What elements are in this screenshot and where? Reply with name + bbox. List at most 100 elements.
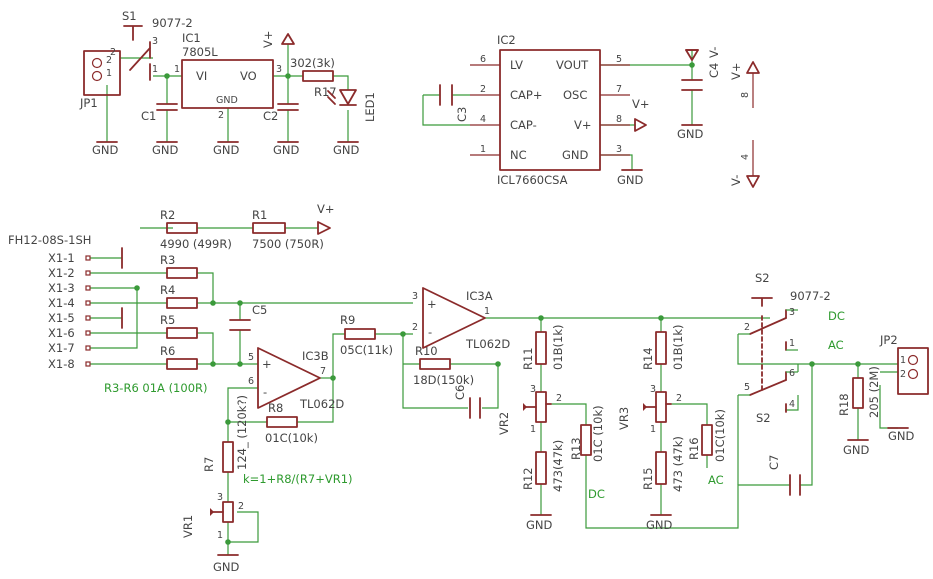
svg-text:9077-2: 9077-2: [152, 16, 193, 30]
svg-text:8: 8: [616, 114, 622, 125]
svg-text:01C(10k): 01C(10k): [713, 409, 727, 462]
svg-text:1: 1: [152, 64, 158, 75]
svg-text:S2: S2: [756, 411, 771, 425]
jp2-gnd: GND: [887, 427, 915, 443]
svg-text:-: -: [428, 325, 432, 339]
svg-text:X1-5: X1-5: [48, 311, 75, 325]
vr3-trimmer[interactable]: 3 2 1 VR3: [617, 384, 682, 435]
svg-text:C3: C3: [455, 107, 469, 122]
svg-text:302(3k): 302(3k): [290, 56, 335, 70]
svg-text:VR2: VR2: [497, 412, 511, 435]
s1-switch[interactable]: S1 9077-2 2 3 1: [110, 9, 193, 81]
svg-text:GND: GND: [562, 148, 589, 162]
gain-note: k=1+R8/(R7+VR1): [243, 472, 353, 486]
svg-text:X1-3: X1-3: [48, 281, 75, 295]
r16-resistor: R16 01C(10k): [687, 409, 727, 462]
ac-label-branch: AC: [708, 473, 724, 487]
r12-gnd: GND: [526, 514, 553, 532]
svg-text:1: 1: [650, 424, 656, 435]
svg-text:R9: R9: [340, 313, 355, 327]
svg-text:2: 2: [676, 393, 682, 404]
svg-text:R12: R12: [521, 467, 535, 490]
svg-text:18D(150k): 18D(150k): [413, 373, 474, 387]
svg-text:X1-7: X1-7: [48, 341, 75, 355]
svg-text:+: +: [262, 357, 272, 371]
opamp-power-pins: V+ 8 4 V-: [729, 61, 760, 188]
r12-resistor: R12 473(47k): [521, 440, 565, 492]
r8-resistor: R8 01C(10k): [265, 401, 318, 445]
svg-text:C4: C4: [707, 63, 721, 78]
r10-resistor: R10 18D(150k): [413, 344, 474, 387]
svg-text:C1: C1: [141, 109, 156, 123]
dc-label-branch: DC: [588, 487, 605, 501]
svg-text:2: 2: [556, 393, 562, 404]
svg-text:8: 8: [740, 92, 751, 98]
svg-text:2: 2: [238, 501, 244, 512]
svg-text:VR3: VR3: [617, 407, 631, 430]
s2-switch[interactable]: S2 9077-2 2 3 1 5 6 4 S2: [738, 271, 831, 425]
r7-resistor: R7 124_ (120k?): [202, 395, 249, 473]
svg-text:X1-4: X1-4: [48, 296, 75, 310]
svg-text:R18: R18: [837, 393, 851, 416]
ic2-gnd: GND: [617, 169, 644, 187]
r4-resistor: R4: [160, 283, 198, 309]
svg-text:R5: R5: [160, 313, 175, 327]
r15-resistor: R15 473 (47k): [641, 436, 685, 492]
svg-text:V+: V+: [632, 97, 650, 111]
svg-text:3: 3: [217, 492, 223, 503]
c4-capacitor: C4: [681, 63, 721, 91]
svg-text:473 (47k): 473 (47k): [671, 436, 685, 492]
c6-capacitor: C6: [453, 385, 481, 419]
ic2-charge-pump: LV CAP+ CAP- NC VOUT OSC V+ GND 6 2 4 1 …: [470, 33, 630, 187]
svg-text:V-: V-: [729, 175, 743, 186]
svg-text:5: 5: [616, 54, 622, 65]
ic3a-opamp: + - 3 2 1 IC3A TL062D: [412, 287, 510, 351]
svg-text:2: 2: [744, 322, 750, 333]
r11-resistor: R11 01B(1k): [521, 325, 565, 370]
svg-text:S1: S1: [122, 9, 137, 23]
svg-text:R7: R7: [202, 457, 216, 472]
junctions: [134, 62, 861, 545]
c7-capacitor: C7: [767, 455, 801, 496]
svg-text:V+: V+: [574, 118, 592, 132]
svg-text:-: -: [263, 385, 267, 399]
svg-text:2: 2: [106, 55, 112, 66]
svg-text:3: 3: [530, 384, 536, 395]
svg-text:IC3B: IC3B: [302, 349, 329, 363]
svg-text:1: 1: [484, 306, 490, 317]
svg-text:4: 4: [480, 114, 486, 125]
svg-text:IC3A: IC3A: [466, 289, 493, 303]
led1: LED1: [327, 89, 377, 122]
c5-capacitor: C5: [229, 303, 267, 331]
svg-text:R8: R8: [268, 401, 283, 415]
jp2-connector: 1 2 JP2: [879, 333, 929, 395]
gnd-symbols-top: GND GND GND GND GND: [92, 141, 360, 157]
svg-text:1: 1: [106, 68, 112, 79]
vr2-trimmer[interactable]: 3 2 1 VR2: [497, 384, 562, 435]
svg-text:GND: GND: [888, 429, 915, 443]
svg-text:6: 6: [789, 368, 795, 379]
vr1-trimmer[interactable]: 2 3 1 VR1: [181, 492, 244, 541]
svg-text:GND: GND: [843, 443, 870, 457]
svg-text:GND: GND: [526, 518, 553, 532]
svg-text:S2: S2: [755, 271, 770, 285]
svg-text:NC: NC: [510, 148, 527, 162]
svg-text:GND: GND: [213, 143, 240, 157]
svg-text:6: 6: [480, 54, 486, 65]
svg-text:GND: GND: [273, 143, 300, 157]
svg-text:1: 1: [530, 424, 536, 435]
ac-label-switch: AC: [828, 338, 844, 352]
svg-text:R15: R15: [641, 467, 655, 490]
svg-text:TL062D: TL062D: [465, 337, 510, 351]
svg-text:JP1: JP1: [79, 96, 98, 110]
svg-text:3: 3: [650, 384, 656, 395]
svg-text:TL062D: TL062D: [299, 397, 344, 411]
svg-text:GND: GND: [646, 518, 673, 532]
svg-text:X1-1: X1-1: [48, 251, 75, 265]
svg-text:GND: GND: [152, 143, 179, 157]
svg-text:IC1: IC1: [182, 31, 201, 45]
svg-text:R10: R10: [415, 344, 438, 358]
r15-gnd: GND: [646, 514, 673, 532]
svg-text:C7: C7: [767, 455, 781, 470]
svg-text:JP2: JP2: [879, 333, 898, 347]
